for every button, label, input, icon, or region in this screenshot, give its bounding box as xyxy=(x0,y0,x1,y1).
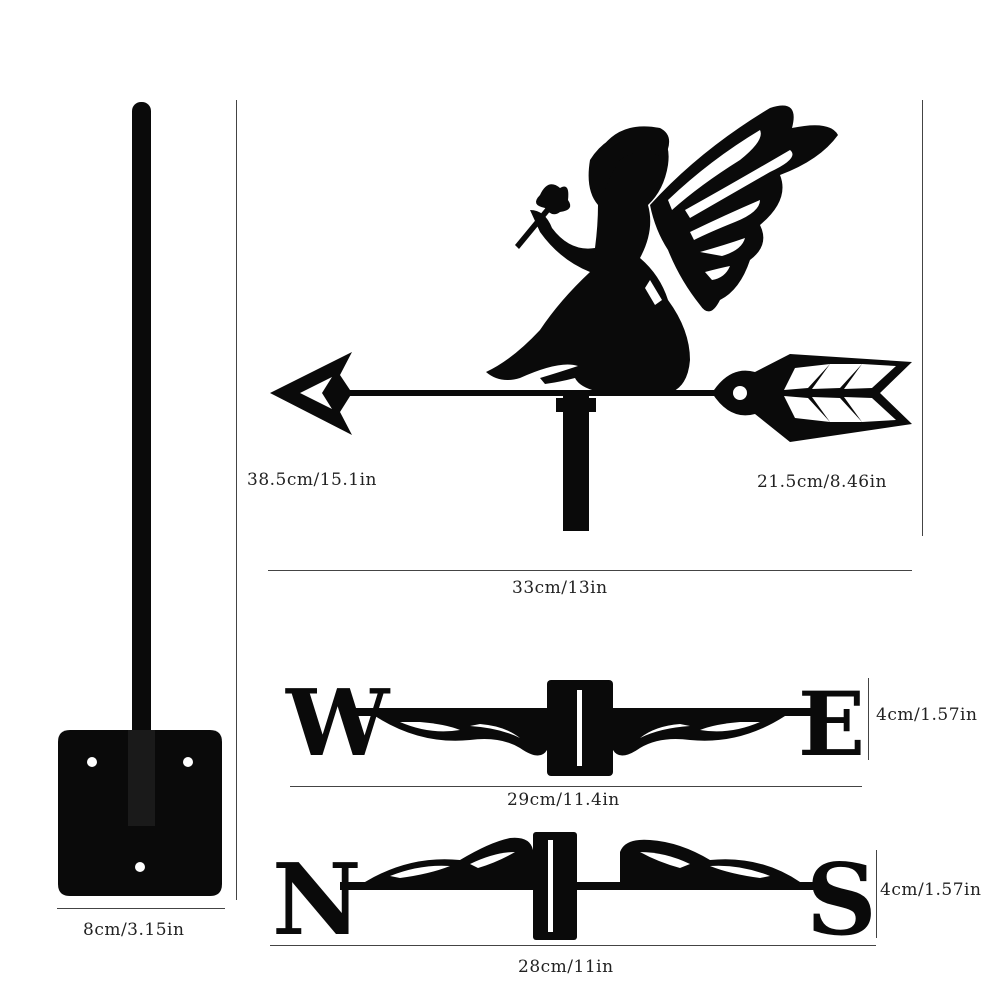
letter-e: E xyxy=(798,672,865,776)
label-we-height: 4cm/1.57in xyxy=(876,705,978,725)
mounting-pole xyxy=(58,102,222,896)
ns-scroll-cutouts xyxy=(390,852,770,878)
measure-line-ns-width xyxy=(270,945,876,946)
we-scroll-left xyxy=(375,716,547,756)
we-scroll-cutouts xyxy=(400,722,760,738)
label-vane-right-height: 21.5cm/8.46in xyxy=(757,472,887,492)
label-ns-height: 4cm/1.57in xyxy=(880,880,982,900)
measure-line-we-height xyxy=(868,678,869,760)
ns-rod xyxy=(340,882,820,890)
flower xyxy=(536,184,571,215)
vane-post xyxy=(563,396,589,531)
base-hole xyxy=(183,757,193,767)
measure-line-vane-right xyxy=(922,100,923,536)
wing-cutouts xyxy=(668,130,793,280)
we-hub-slot xyxy=(577,690,582,766)
label-vane-width: 33cm/13in xyxy=(512,578,608,598)
measure-line-vane-width xyxy=(268,570,912,571)
letter-w: W xyxy=(285,669,391,777)
measure-line-base-width xyxy=(57,908,225,909)
vane-post-collar xyxy=(556,398,596,412)
pole-rod xyxy=(132,102,151,822)
measure-line-vane-left xyxy=(236,100,237,900)
pole-socket xyxy=(128,730,155,826)
base-hole xyxy=(135,862,145,872)
arrow-shaft xyxy=(300,390,740,396)
fairy-weather-vane xyxy=(270,105,912,531)
label-we-width: 29cm/11.4in xyxy=(507,790,620,810)
measure-line-ns-height xyxy=(876,850,877,938)
arrow-head-cutout xyxy=(300,377,332,409)
measure-line-we-width xyxy=(290,786,862,787)
fairy-leg-gap xyxy=(645,280,662,305)
fairy-hair xyxy=(600,126,670,190)
letter-n: N xyxy=(272,843,362,958)
we-scroll-right xyxy=(613,716,785,756)
west-east-bar xyxy=(345,680,815,776)
tail-feather-cutouts xyxy=(733,364,896,422)
ns-scroll-right xyxy=(620,839,800,882)
ns-hub xyxy=(533,832,577,940)
ns-hub-slot xyxy=(548,840,553,932)
label-base-width: 8cm/3.15in xyxy=(83,920,185,940)
flower-wand xyxy=(515,205,552,249)
fairy-silhouette xyxy=(486,131,690,393)
ns-scroll-left xyxy=(365,837,533,882)
label-vane-left-height: 38.5cm/15.1in xyxy=(247,470,377,490)
label-ns-width: 28cm/11in xyxy=(518,957,614,977)
base-hole xyxy=(87,757,97,767)
letter-s: S xyxy=(806,843,877,958)
north-south-bar xyxy=(340,832,820,940)
